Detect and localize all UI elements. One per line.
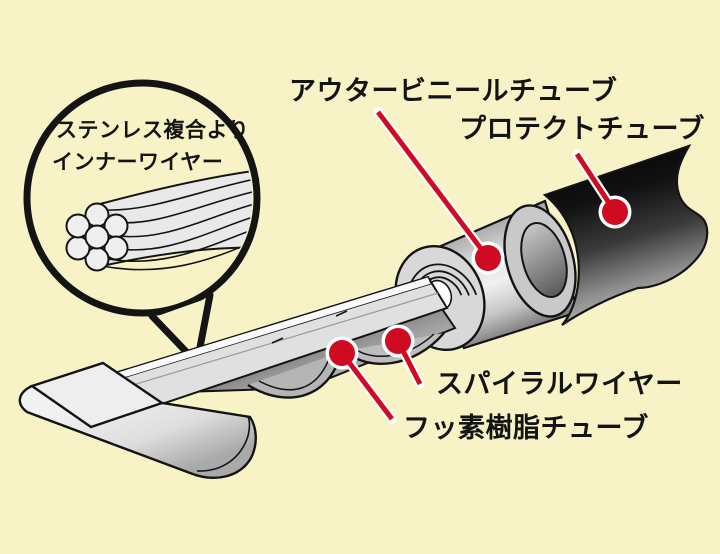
callout-markers bbox=[325, 107, 632, 424]
label-spiral-wire: スパイラルワイヤー bbox=[436, 369, 683, 399]
callout-dot-spiral bbox=[385, 328, 411, 354]
bubble-tail-fill bbox=[152, 297, 211, 363]
protect-tube-bore bbox=[520, 222, 568, 298]
strand-cross-section bbox=[65, 202, 129, 272]
label-fluoro-resin-tube: フッ素樹脂チューブ bbox=[403, 413, 649, 443]
callout-dot-fluoro bbox=[329, 340, 355, 366]
callout-dot-protect bbox=[602, 199, 628, 225]
protect-tube-shape bbox=[542, 144, 709, 326]
label-inner-wire-line1: ステンレス複合より bbox=[56, 119, 250, 142]
label-inner-wire-line2: インナーワイヤー bbox=[52, 151, 224, 174]
end-fitting-shape bbox=[18, 361, 257, 479]
label-outer-vinyl-tube: アウタービニールチューブ bbox=[289, 76, 618, 106]
callout-line-outer-vinyl bbox=[376, 110, 490, 260]
label-protect-tube: プロテクトチューブ bbox=[459, 114, 705, 144]
callout-dot-outer-vinyl bbox=[475, 245, 501, 271]
callout-dots bbox=[329, 199, 628, 366]
fitting-end-face-line bbox=[196, 416, 251, 472]
fitting-top-plate bbox=[29, 361, 165, 429]
stranded-wire-illustration bbox=[65, 168, 252, 272]
callout-line-fluoro bbox=[340, 351, 394, 421]
cable-assembly bbox=[18, 144, 709, 479]
